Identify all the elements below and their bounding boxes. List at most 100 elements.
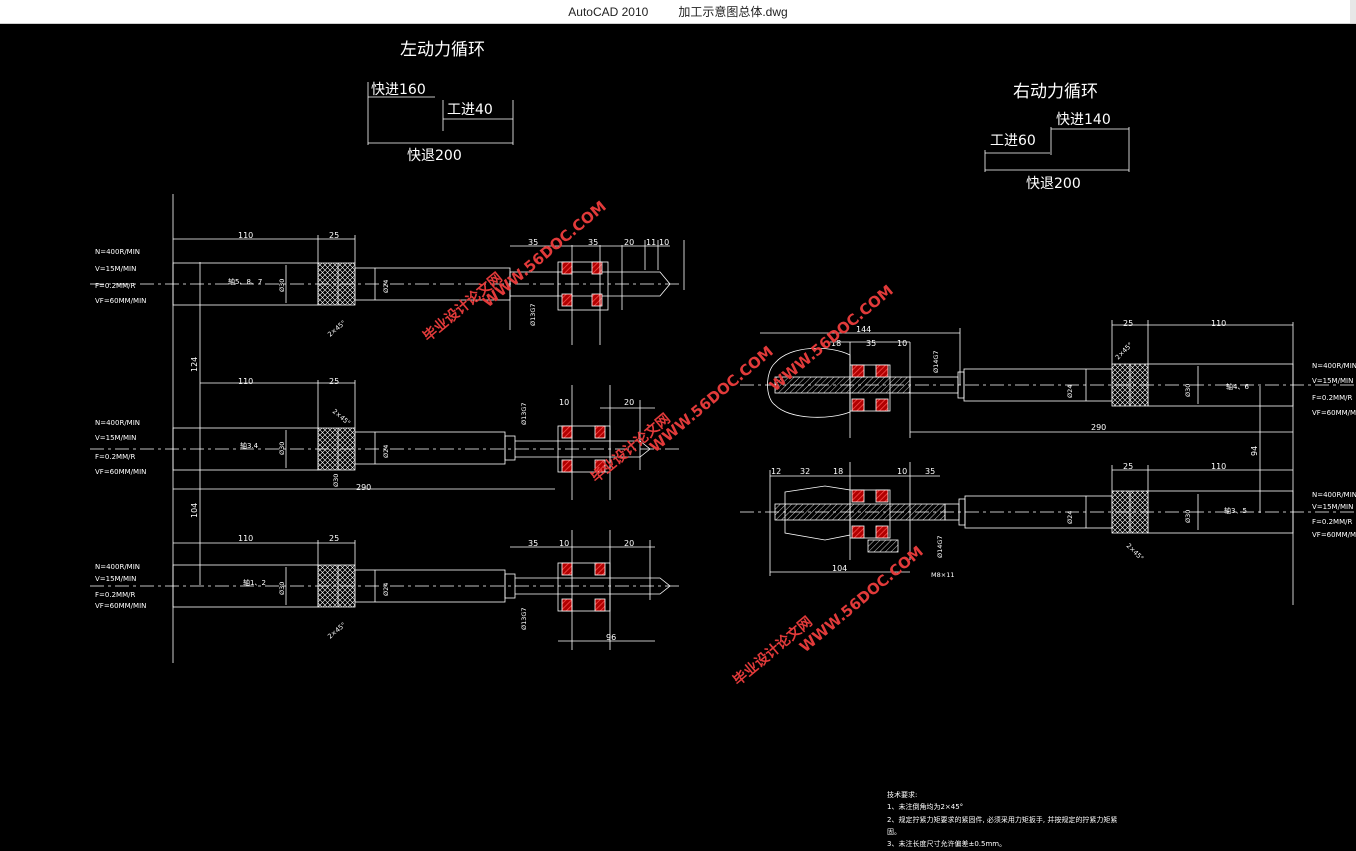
dim-12: 12: [771, 467, 781, 476]
dim-110-e: 110: [1211, 462, 1226, 471]
dim-25-e: 25: [1123, 462, 1133, 471]
cad-drawing[interactable]: 左动力循环 快进160 工进40 快退200 右动力循环 快进140 工进60 …: [0, 24, 1356, 848]
param-speed-4: N=400R/MIN: [1312, 362, 1356, 370]
dim-10-b: 10: [559, 398, 569, 407]
param-feed-3: F=0.2MM/R: [95, 591, 135, 599]
param-speed-5: N=400R/MIN: [1312, 491, 1356, 499]
dim-11-a: 11: [646, 238, 656, 247]
dim-35-b: 35: [588, 238, 598, 247]
dim-dia30-c: Ø30: [332, 474, 340, 487]
param-velocity-1: V=15M/MIN: [95, 265, 136, 273]
dim-32: 32: [800, 467, 810, 476]
dim-25-a: 25: [329, 231, 339, 240]
dim-dia30-b: Ø30: [278, 442, 286, 455]
param-feedrate-3: VF=60MM/MIN: [95, 602, 146, 610]
dim-25-c: 25: [329, 534, 339, 543]
drawing-canvas[interactable]: 左动力循环 快进160 工进40 快退200 右动力循环 快进140 工进60 …: [0, 24, 1356, 848]
param-velocity-5: V=15M/MIN: [1312, 503, 1353, 511]
param-feedrate-2: VF=60MM/MIN: [95, 468, 146, 476]
dim-dia14g7-a: Ø14G7: [932, 350, 940, 373]
dim-dia24-a: Ø24: [382, 280, 390, 293]
dim-dia30-e: Ø30: [1184, 384, 1192, 397]
left-assembly: [90, 194, 685, 663]
dim-chamfer-c: 2×45°: [326, 621, 347, 641]
watermark-site-4: WWW.56DOC.COM: [796, 542, 927, 656]
dim-dia30-a: Ø30: [278, 279, 286, 292]
dim-10-a: 10: [659, 238, 669, 247]
dim-104-b: 104: [832, 564, 847, 573]
dim-110-b: 110: [238, 377, 253, 386]
shaft-label-46: 轴4、6: [1226, 382, 1249, 391]
dim-96: 96: [606, 633, 616, 642]
param-feedrate-5: VF=60MM/MIN: [1312, 531, 1356, 539]
dim-dia13g7-b: Ø13G7: [520, 402, 528, 425]
notes-line-2b: 固。: [887, 828, 901, 836]
dim-144: 144: [856, 325, 871, 334]
left-cycle-title: 左动力循环: [400, 40, 485, 60]
watermark-site-1: WWW.56DOC.COM: [479, 197, 610, 311]
param-velocity-4: V=15M/MIN: [1312, 377, 1353, 385]
right-rapid-feed: 快进140: [1056, 112, 1111, 128]
dim-dia24-d: Ø24: [1066, 385, 1074, 398]
dim-m8: M8×11: [931, 571, 954, 579]
param-feed-1: F=0.2MM/R: [95, 282, 135, 290]
dim-20-b: 20: [624, 398, 634, 407]
dim-20-c: 20: [624, 539, 634, 548]
watermark-site-2: WWW.56DOC.COM: [646, 342, 777, 456]
param-feedrate-1: VF=60MM/MIN: [95, 297, 146, 305]
shaft-label-12: 轴1、2: [243, 578, 266, 587]
dim-chamfer-a: 2×45°: [326, 319, 347, 339]
window-titlebar: AutoCAD 2010 加工示意图总体.dwg: [0, 0, 1356, 24]
dim-10-d: 10: [897, 339, 907, 348]
shaft-label-578: 轴5、8、7: [228, 277, 262, 286]
dim-chamfer-d: 2×45°: [1114, 341, 1135, 362]
dim-35-a: 35: [528, 238, 538, 247]
param-speed-1: N=400R/MIN: [95, 248, 140, 256]
dim-dia13g7-a: Ø13G7: [529, 303, 537, 326]
app-name: AutoCAD 2010: [568, 4, 649, 19]
dim-110-d: 110: [1211, 319, 1226, 328]
notes-line-3: 3、未注长度尺寸允许偏差±0.5mm。: [887, 839, 1006, 847]
dim-110-c: 110: [238, 534, 253, 543]
right-cycle-diagram: [984, 127, 1130, 172]
dim-35-d: 35: [866, 339, 876, 348]
dim-dia30-d: Ø30: [278, 582, 286, 595]
left-rapid-return: 快退200: [407, 148, 462, 164]
dim-104-a: 104: [190, 503, 199, 518]
dim-dia14g7-b: Ø14G7: [936, 535, 944, 558]
param-feed-4: F=0.2MM/R: [1312, 394, 1352, 402]
dim-dia24-e: Ø24: [1066, 511, 1074, 524]
dim-dia24-b: Ø24: [382, 445, 390, 458]
left-work-feed: 工进40: [447, 102, 493, 118]
dim-18-b: 18: [833, 467, 843, 476]
dim-10-e: 10: [897, 467, 907, 476]
dim-290-b: 290: [1091, 423, 1106, 432]
left-cycle-diagram: [367, 82, 514, 145]
dim-25-d: 25: [1123, 319, 1133, 328]
titlebar-edge: [1350, 0, 1356, 23]
file-name: 加工示意图总体.dwg: [678, 5, 788, 19]
right-assembly: [740, 320, 1356, 605]
notes-title: 技术要求:: [887, 790, 917, 799]
right-work-feed: 工进60: [990, 133, 1036, 149]
param-velocity-2: V=15M/MIN: [95, 434, 136, 442]
dim-dia24-c: Ø24: [382, 583, 390, 596]
param-speed-3: N=400R/MIN: [95, 563, 140, 571]
param-feed-5: F=0.2MM/R: [1312, 518, 1352, 526]
dim-dia13g7-c: Ø13G7: [520, 607, 528, 630]
dim-110-a: 110: [238, 231, 253, 240]
param-speed-2: N=400R/MIN: [95, 419, 140, 427]
dim-10-c: 10: [559, 539, 569, 548]
param-feedrate-4: VF=60MM/MIN: [1312, 409, 1356, 417]
dim-20-a: 20: [624, 238, 634, 247]
notes-line-2: 2、规定拧紧力矩要求的紧固件, 必须采用力矩扳手, 并按规定的拧紧力矩紧: [887, 815, 1117, 824]
dim-chamfer-b: 2×45°: [331, 407, 352, 427]
notes-line-1: 1、未注倒角均为2×45°: [887, 802, 963, 811]
watermark-group: WWW.56DOC.COM 毕业设计论文网 WWW.56DOC.COM 毕业设计…: [420, 197, 927, 689]
dim-18-a: 18: [831, 339, 841, 348]
param-velocity-3: V=15M/MIN: [95, 575, 136, 583]
dim-chamfer-e: 2×45°: [1125, 542, 1146, 563]
param-feed-2: F=0.2MM/R: [95, 453, 135, 461]
right-cycle-title: 右动力循环: [1013, 82, 1098, 102]
shaft-label-35: 轴3、5: [1224, 506, 1247, 515]
